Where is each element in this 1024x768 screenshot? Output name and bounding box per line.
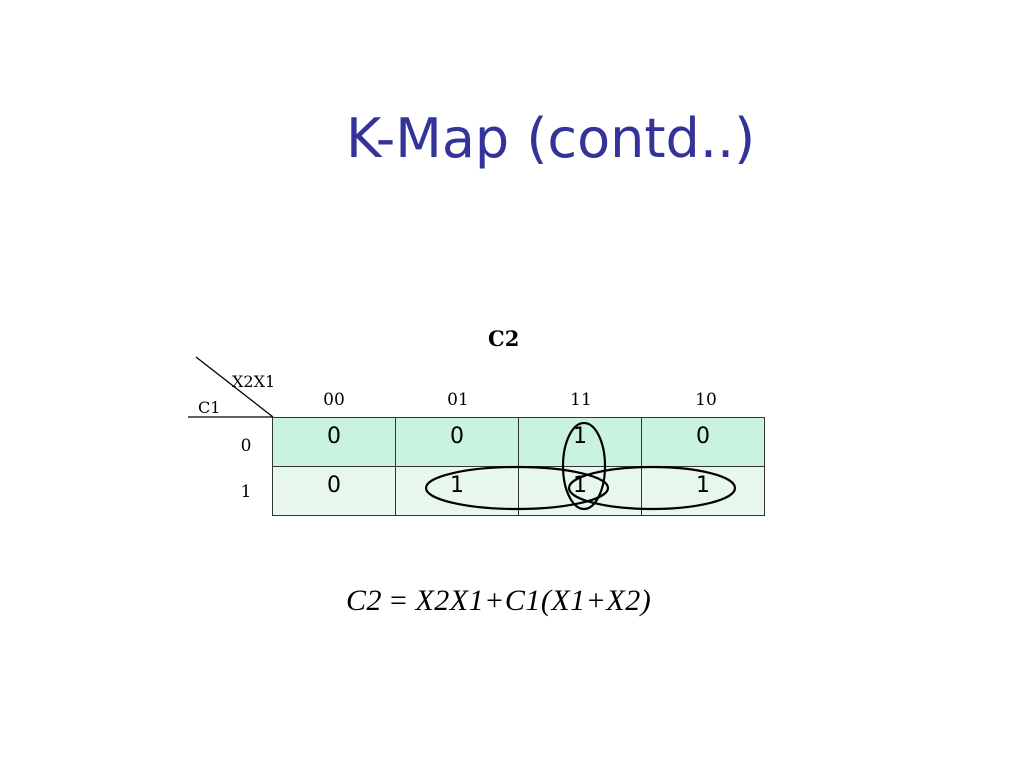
column-label-10: 10 [695,390,717,410]
column-variables-label: X2X1 [232,372,276,391]
equation-equals: = [390,584,408,617]
equation-lhs: C2 [346,584,383,617]
column-label-01: 01 [447,390,469,410]
kmap-cell: 1 [518,417,642,467]
slide-title: K-Map (contd..) [346,107,756,170]
kmap-row-0: 0 0 1 0 [272,417,765,467]
column-label-11: 11 [570,390,592,410]
kmap-cell: 1 [395,466,519,516]
kmap-cell: 0 [272,466,396,516]
equation-rhs: X2X1+C1(X1+X2) [415,584,652,617]
kmap-name: C2 [488,326,520,351]
kmap-cell: 0 [395,417,519,467]
row-variable-label: C1 [198,398,221,417]
kmap-row-1: 0 1 1 1 [272,466,765,516]
kmap-grid: 0 0 1 0 0 1 1 1 [272,417,765,516]
row-label-0: 0 [240,436,252,456]
boolean-equation: C2 = X2X1+C1(X1+X2) [346,584,651,618]
kmap-cell: 0 [272,417,396,467]
kmap-cell: 0 [641,417,765,467]
column-label-00: 00 [323,390,345,410]
kmap-cell: 1 [518,466,642,516]
row-label-1: 1 [240,482,252,502]
kmap-cell: 1 [641,466,765,516]
